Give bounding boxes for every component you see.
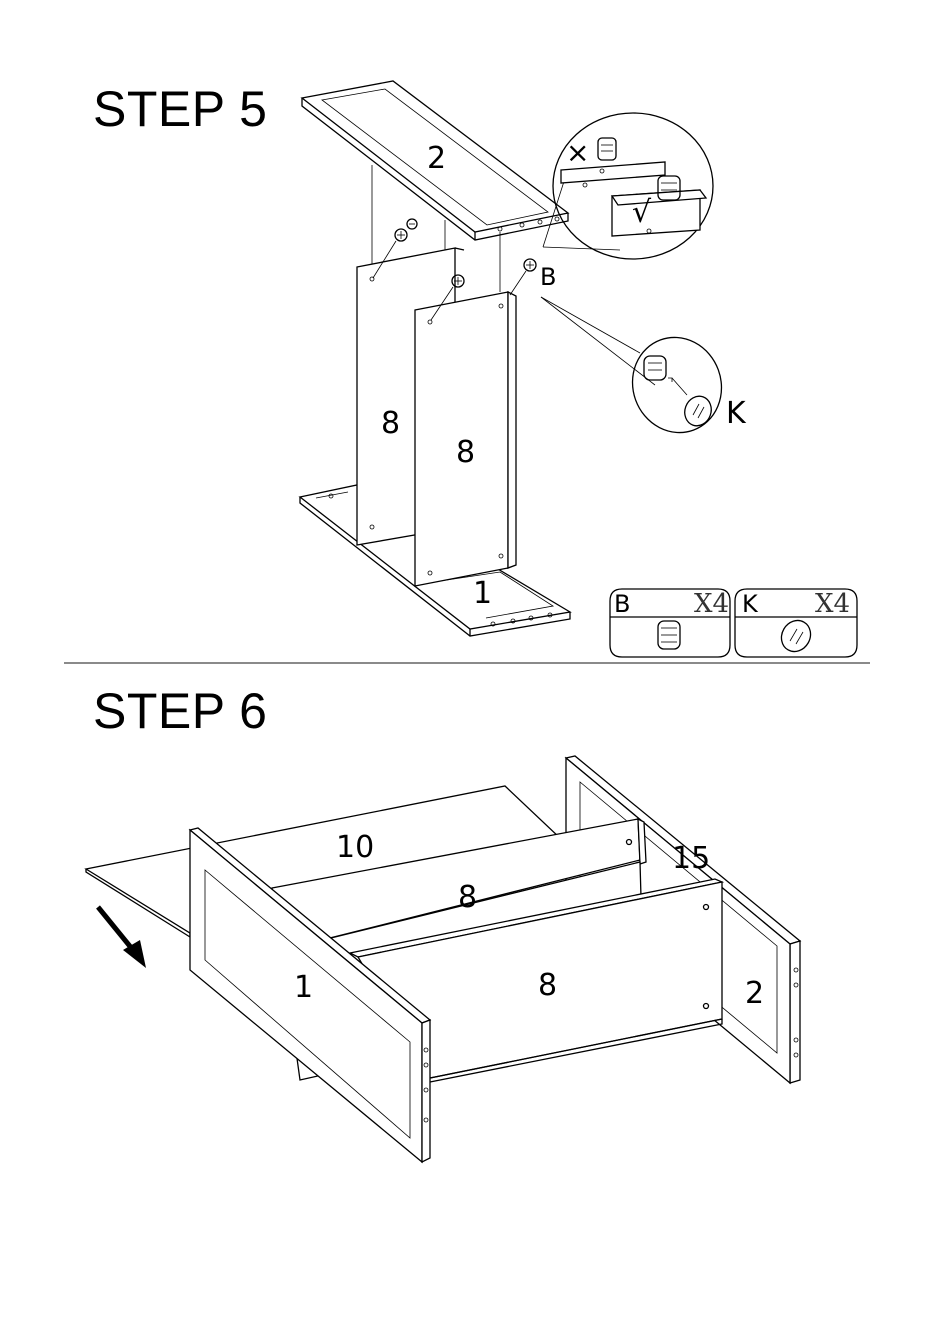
step-5-diagram: B 2 1 8 8 ×: [300, 81, 857, 657]
label-divider-front-6: 8: [538, 968, 557, 1003]
label-top-panel: 2: [427, 141, 446, 176]
right-mark: √: [632, 195, 652, 230]
label-divider-front-text: 8: [456, 435, 475, 470]
cam-bolt-wrong-icon: [598, 138, 616, 160]
hardware-box-k: K X4: [735, 589, 857, 657]
cam-bolt-icon: [658, 621, 680, 649]
cover-cap-icon: [776, 615, 816, 657]
label-right-panel: 2: [745, 976, 764, 1011]
label-bottom-panel: 1: [473, 576, 492, 611]
label-rail: 15: [672, 841, 710, 876]
hardware-k-qty: X4: [815, 589, 850, 619]
cam-bolt-callout-label: B: [540, 263, 556, 291]
label-divider-rear: 8: [381, 406, 400, 441]
cam-lock-icon: [644, 356, 666, 380]
label-divider-back: 8: [458, 880, 477, 915]
hardware-b-letter: B: [614, 590, 630, 618]
label-back-panel: 10: [336, 830, 374, 865]
step-6-diagram: 10 8 8 1 2 15: [86, 756, 800, 1162]
wrong-mark: ×: [566, 136, 589, 169]
cap-detail: [541, 297, 735, 445]
cover-cap-icon: [681, 392, 716, 429]
label-left-panel: 1: [294, 970, 313, 1005]
arrow-down-right-icon: [98, 907, 146, 968]
hardware-b-qty: X4: [694, 589, 729, 619]
hardware-k-letter: K: [742, 590, 759, 618]
hardware-box-b: B X4: [610, 589, 730, 657]
cap-callout-label: K: [726, 396, 747, 431]
cam-orientation-detail: × √: [543, 113, 713, 259]
